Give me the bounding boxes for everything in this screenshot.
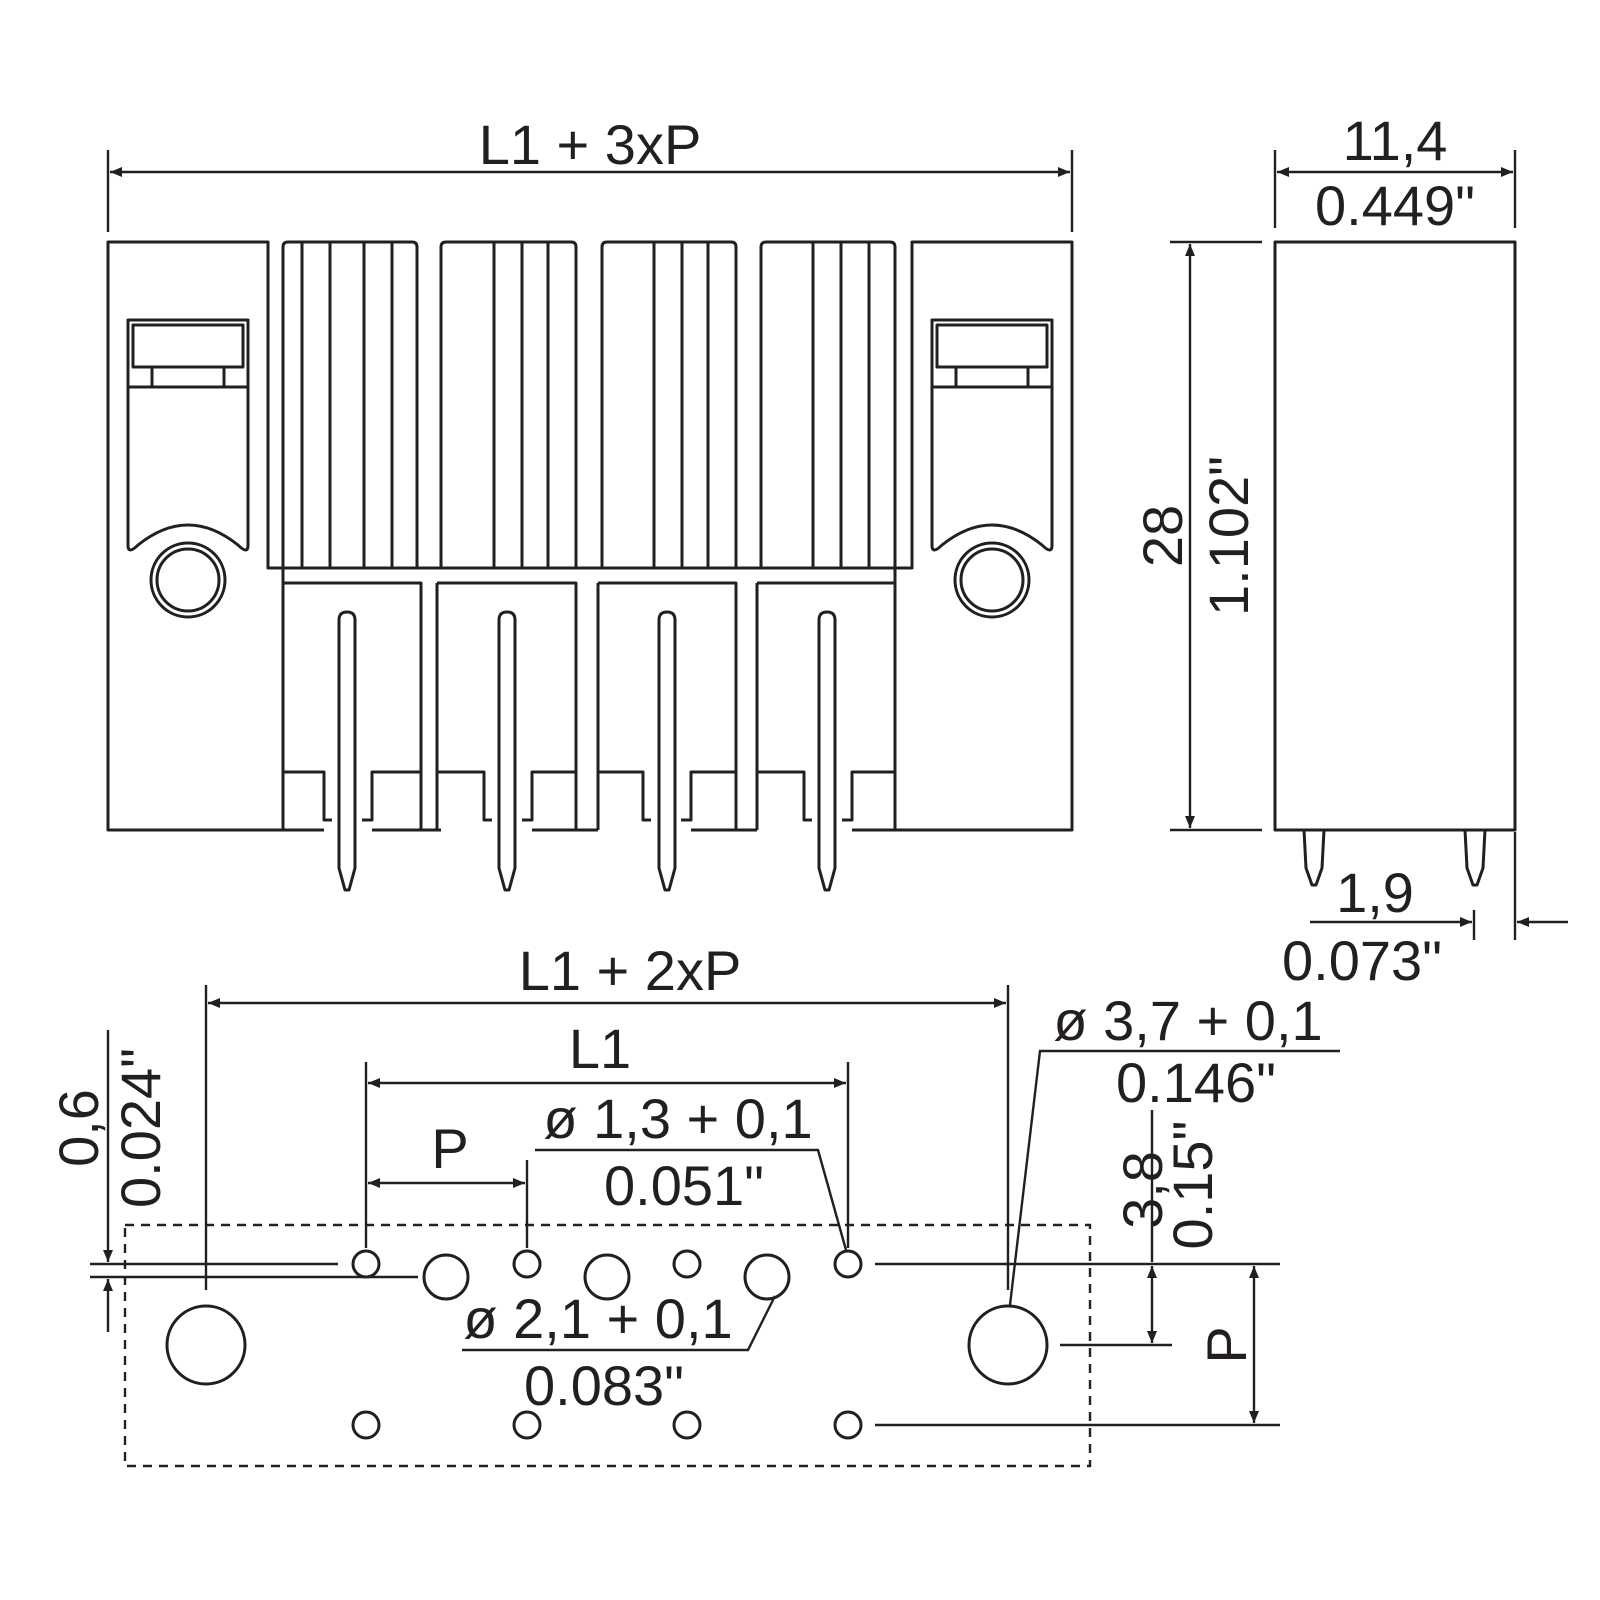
pin-pocket-3 [596, 581, 757, 832]
left-latch-window [126, 318, 250, 552]
front-pin-2 [497, 610, 517, 892]
front-pin-4 [817, 610, 837, 892]
right-end-outline [893, 240, 1074, 832]
flange-pitch-label: L1 + 2xP [519, 939, 742, 1002]
hole-small-top-4 [833, 1249, 863, 1279]
side-pin-mm: 1,9 [1336, 861, 1414, 924]
right-end-block [893, 240, 1074, 832]
callout-large-in: 0.146" [1116, 1051, 1276, 1114]
hole-small-top-2 [512, 1249, 542, 1279]
hole-small-top-1 [351, 1249, 381, 1279]
hole-medium-1 [422, 1253, 470, 1301]
callout-small-in: 0.051" [604, 1154, 764, 1217]
hole-small-bottom-2 [512, 1410, 542, 1440]
right-screw-outer [953, 541, 1031, 619]
side-width-in: 0.449" [1315, 174, 1475, 237]
mount-offset-mm: 3,8 [1111, 1151, 1174, 1229]
callout-large-leader [1008, 1049, 1340, 1306]
rib-module-4 [759, 240, 897, 568]
hole-small-top-3 [672, 1249, 702, 1279]
side-pin-left [1302, 828, 1326, 887]
pin-pocket-1 [283, 581, 441, 832]
front-width-label: L1 + 3xP [479, 113, 702, 176]
pitch-label: P [431, 1117, 468, 1180]
mount-hole-left [165, 1304, 247, 1386]
side-body-outline [1273, 240, 1517, 832]
rib-module-3 [600, 240, 738, 568]
hole-medium-3 [743, 1253, 791, 1301]
row-span-label: L1 [569, 1017, 631, 1080]
footprint-outline [123, 1223, 1092, 1468]
left-latch-slot [131, 323, 245, 369]
front-pin-1 [337, 610, 357, 892]
callout-medium-leader [462, 1295, 777, 1352]
side-pin-in: 0.073" [1282, 929, 1442, 992]
side-width-mm: 11,4 [1343, 109, 1448, 172]
side-view: 11,4 0.449" 28 1.102" 1,9 0.073" [1131, 109, 1568, 992]
mount-hole-right [967, 1304, 1049, 1386]
hole-small-bottom-1 [351, 1410, 381, 1440]
offset-in: 0.024" [109, 1048, 172, 1208]
right-latch-slot [935, 323, 1049, 369]
left-screw-outer [149, 541, 227, 619]
left-end-outline [106, 240, 285, 832]
pin-pocket-4 [755, 581, 895, 830]
side-height-in: 1.102" [1197, 456, 1260, 616]
pcb-footprint: L1 + 2xP L1 P 0,6 [47, 939, 1340, 1468]
mount-offset-in: 0.15" [1161, 1121, 1224, 1250]
callout-large-dia: ø 3,7 + 0,1 [1053, 989, 1322, 1052]
hole-small-bottom-4 [833, 1410, 863, 1440]
left-end-block [106, 240, 285, 832]
pin-pocket-2 [435, 581, 598, 832]
row-spacing-label: P [1195, 1326, 1258, 1363]
side-height-mm: 28 [1131, 505, 1194, 567]
right-screw-inner [959, 547, 1025, 613]
callout-medium-in: 0.083" [524, 1354, 684, 1417]
hole-small-bottom-3 [672, 1410, 702, 1440]
front-view: L1 + 3xP [106, 113, 1074, 892]
hole-medium-2 [583, 1253, 631, 1301]
side-pin-right [1463, 828, 1487, 887]
callout-medium-dia: ø 2,1 + 0,1 [463, 1287, 732, 1350]
rib-module-2 [439, 240, 578, 568]
offset-mm: 0,6 [47, 1089, 110, 1167]
front-pin-3 [657, 610, 677, 892]
callout-small-dia: ø 1,3 + 0,1 [543, 1087, 812, 1150]
callout-small-leader [535, 1148, 848, 1251]
left-screw-inner [155, 547, 221, 613]
rib-module-1 [281, 240, 419, 568]
right-latch-window [930, 318, 1054, 552]
